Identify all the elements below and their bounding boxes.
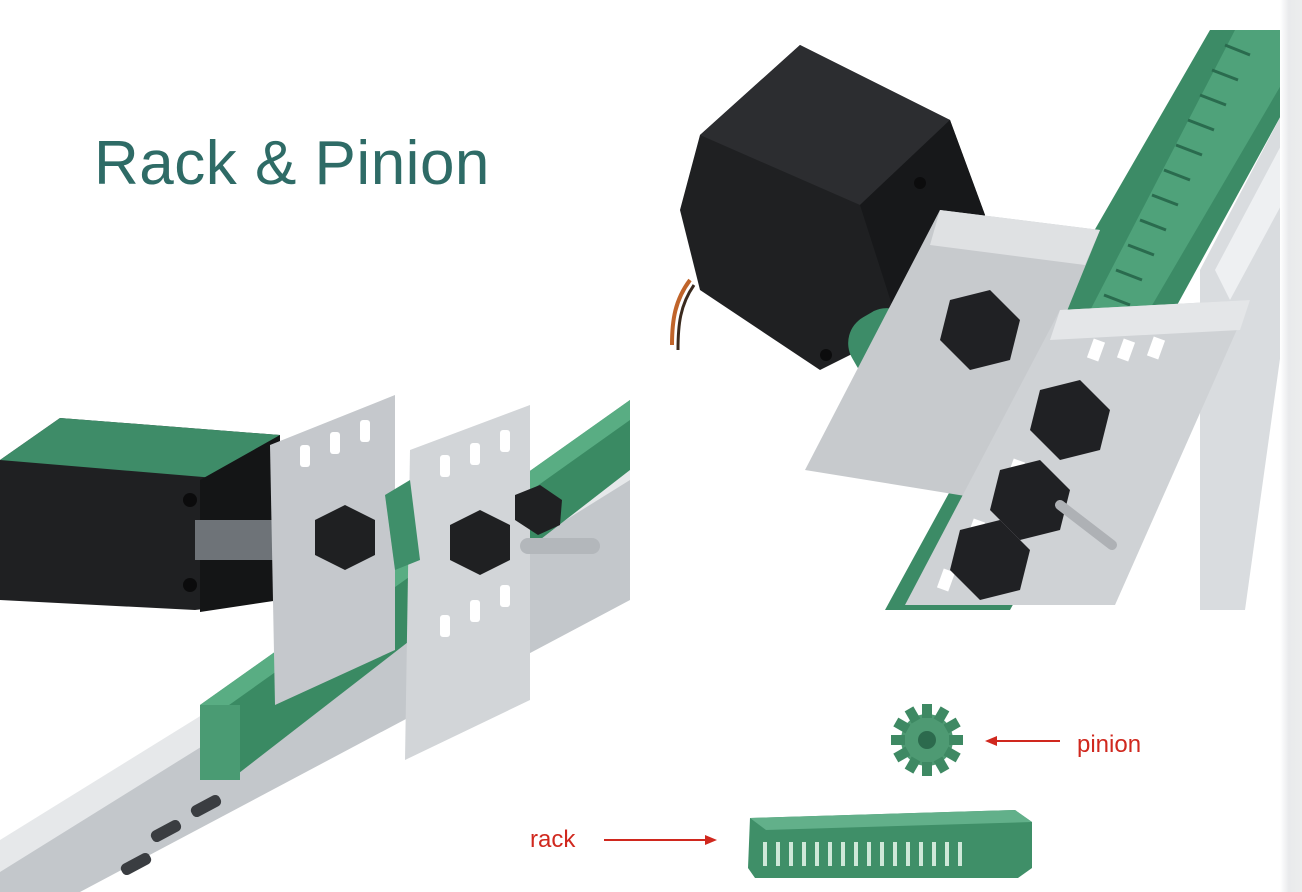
right-rail [1200, 110, 1284, 610]
rack-arrow-icon [604, 835, 717, 845]
slide-edge [1280, 0, 1302, 892]
slide-title: Rack & Pinion [94, 129, 490, 198]
rack-label: rack [530, 826, 576, 853]
pinion-arrow-icon [985, 736, 1060, 746]
pinion-label: pinion [1077, 731, 1142, 758]
left-motor [0, 418, 280, 612]
rack-segment-icon [748, 810, 1032, 878]
right-back-plate [805, 210, 1100, 500]
pinion-gear-icon [891, 704, 963, 776]
